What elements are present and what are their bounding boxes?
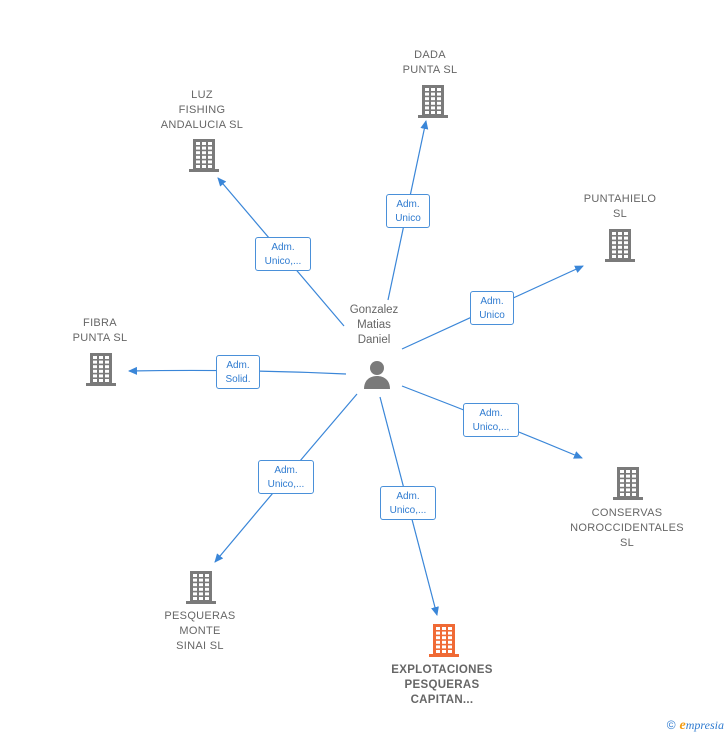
brand-footer: ©empresia [667, 718, 724, 734]
building-icon[interactable] [611, 465, 645, 501]
relation-box-fibra[interactable]: Adm.Solid. [216, 355, 260, 389]
relation-box-explotaciones[interactable]: Adm.Unico,... [380, 486, 436, 520]
brand-logo-text: mpresia [685, 718, 724, 732]
relation-box-pesqueras[interactable]: Adm.Unico,... [258, 460, 314, 494]
relation-box-conservas[interactable]: Adm.Unico,... [463, 403, 519, 437]
building-icon[interactable] [416, 83, 450, 119]
relation-box-dada[interactable]: Adm.Unico [386, 194, 430, 228]
person-icon[interactable] [361, 358, 393, 390]
building-icon[interactable] [603, 227, 637, 263]
brand-logo-initial: e [679, 718, 686, 733]
relation-box-luz[interactable]: Adm.Unico,... [255, 237, 311, 271]
copyright-symbol: © [666, 718, 676, 732]
person-name: Gonzalez Matias Daniel [349, 304, 399, 346]
relation-box-puntahielo[interactable]: Adm.Unico [470, 291, 514, 325]
building-icon[interactable] [84, 351, 118, 387]
building-icon[interactable] [187, 137, 221, 173]
building-icon[interactable] [427, 622, 461, 658]
building-icon[interactable] [184, 569, 218, 605]
